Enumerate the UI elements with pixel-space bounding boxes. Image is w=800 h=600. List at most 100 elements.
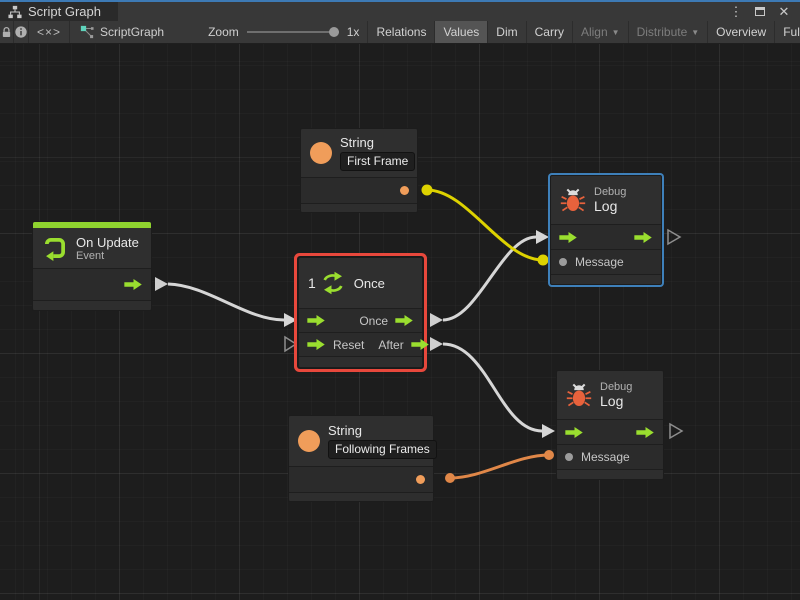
port-arrowhead-once-out1[interactable] bbox=[430, 313, 443, 327]
after-output-port[interactable] bbox=[411, 339, 430, 350]
wire-string-first-to-message[interactable] bbox=[426, 188, 544, 262]
maximize-icon[interactable] bbox=[750, 3, 770, 20]
control-input-port[interactable] bbox=[559, 231, 578, 243]
graph-toolbar: <×> ScriptGraph Zoom 1x Relations Values… bbox=[0, 21, 800, 44]
align-dropdown[interactable]: Align ▼ bbox=[571, 21, 628, 43]
once-counter: 1 bbox=[308, 275, 316, 291]
port-arrowhead-once-out2[interactable] bbox=[430, 337, 443, 351]
string-port-icon[interactable] bbox=[310, 142, 332, 164]
values-toggle[interactable]: Values bbox=[434, 21, 488, 43]
string-value-field[interactable]: Following Frames bbox=[328, 440, 437, 459]
node-category: Debug bbox=[600, 381, 633, 393]
message-input-port[interactable] bbox=[565, 453, 573, 461]
lock-button[interactable] bbox=[0, 21, 14, 43]
carry-toggle[interactable]: Carry bbox=[525, 21, 572, 43]
distribute-dropdown[interactable]: Distribute ▼ bbox=[627, 21, 708, 43]
node-header: Debug Log bbox=[557, 371, 663, 419]
zoom-slider-track bbox=[246, 31, 339, 33]
node-header: On Update Event bbox=[33, 228, 151, 268]
node-title: Once bbox=[353, 275, 385, 291]
value-port-row: Message bbox=[551, 249, 661, 274]
control-output-port[interactable] bbox=[634, 231, 653, 243]
node-title: String bbox=[328, 423, 362, 438]
code-view-button[interactable]: <×> bbox=[29, 21, 71, 43]
fullscreen-button[interactable]: Full Screen bbox=[774, 21, 800, 43]
control-output-port[interactable] bbox=[124, 279, 143, 290]
toolbar-toggles: Relations Values Dim Carry Align ▼ Distr… bbox=[367, 21, 800, 43]
node-header: 1 Once bbox=[299, 258, 422, 308]
port-label: Reset bbox=[333, 337, 365, 352]
string-output-port[interactable] bbox=[400, 186, 409, 195]
message-input-port[interactable] bbox=[559, 258, 567, 266]
wire-once-to-debug-top[interactable] bbox=[442, 235, 537, 322]
chevron-down-icon: ▼ bbox=[691, 27, 700, 37]
inspect-button[interactable] bbox=[14, 21, 29, 43]
port-arrowhead-onupdate-out[interactable] bbox=[155, 277, 168, 291]
control-port-row bbox=[33, 268, 151, 300]
wire-once-to-debug-bottom[interactable] bbox=[442, 342, 543, 433]
node-on-update[interactable]: On Update Event bbox=[32, 221, 152, 311]
port-arrowhead-once-reset-empty[interactable] bbox=[284, 335, 298, 353]
zoom-slider[interactable] bbox=[246, 26, 339, 38]
wire-endpoint bbox=[445, 473, 455, 483]
bug-icon bbox=[566, 383, 592, 407]
window-menu-icon[interactable]: ⋮ bbox=[729, 3, 743, 19]
graph-name-label: ScriptGraph bbox=[100, 25, 165, 39]
zoom-value: 1x bbox=[346, 25, 360, 39]
wire-endpoint bbox=[544, 450, 554, 460]
bug-icon bbox=[560, 188, 586, 212]
wire-onupdate-to-once[interactable] bbox=[167, 282, 285, 322]
value-port-row: Message bbox=[557, 444, 663, 469]
node-port-row bbox=[301, 177, 417, 203]
wire-endpoint bbox=[537, 254, 549, 266]
wire-arrowhead bbox=[284, 313, 297, 327]
wire-layer bbox=[155, 184, 684, 483]
graph-canvas[interactable]: String First Frame Debug bbox=[0, 44, 800, 600]
port-arrowhead-debug-bottom-out-empty[interactable] bbox=[669, 422, 684, 440]
event-accent-bar bbox=[33, 222, 151, 228]
node-footer bbox=[289, 492, 433, 501]
wire-string-following-to-message[interactable] bbox=[449, 453, 550, 480]
node-footer bbox=[551, 274, 661, 284]
graph-breadcrumb[interactable]: ScriptGraph bbox=[70, 21, 174, 43]
enter-input-port[interactable] bbox=[307, 315, 326, 326]
info-icon bbox=[15, 26, 27, 38]
zoom-slider-knob[interactable] bbox=[328, 27, 339, 37]
node-footer bbox=[557, 469, 663, 479]
string-output-port[interactable] bbox=[416, 475, 425, 484]
node-title: Log bbox=[594, 198, 618, 214]
port-label: Message bbox=[575, 255, 624, 269]
node-once[interactable]: 1 Once Once Reset After bbox=[298, 257, 429, 368]
recycle-icon bbox=[323, 271, 343, 295]
control-port-row bbox=[557, 419, 663, 444]
once-output-port[interactable] bbox=[395, 315, 414, 326]
node-header: String First Frame bbox=[301, 129, 417, 177]
close-icon[interactable]: ✕ bbox=[778, 3, 790, 19]
window-controls: ⋮ ✕ bbox=[726, 2, 800, 21]
zoom-control: Zoom 1x bbox=[200, 21, 367, 43]
title-bar: Script Graph ⋮ ✕ bbox=[0, 0, 800, 21]
reset-input-port[interactable] bbox=[307, 339, 326, 350]
node-header: Debug Log bbox=[551, 176, 661, 224]
tab-title: Script Graph bbox=[28, 4, 101, 19]
port-label: Once bbox=[359, 313, 388, 328]
tab-script-graph[interactable]: Script Graph bbox=[0, 2, 118, 21]
node-debug-log-top[interactable]: Debug Log Message bbox=[550, 175, 662, 285]
control-input-port[interactable] bbox=[565, 426, 584, 438]
wire-endpoint bbox=[421, 184, 433, 196]
overview-button[interactable]: Overview bbox=[707, 21, 774, 43]
dim-toggle[interactable]: Dim bbox=[487, 21, 525, 43]
wire-arrowhead bbox=[536, 230, 549, 244]
control-output-port[interactable] bbox=[636, 426, 655, 438]
control-port-row: Reset After bbox=[299, 332, 429, 356]
relations-toggle[interactable]: Relations bbox=[367, 21, 434, 43]
string-port-icon[interactable] bbox=[298, 430, 320, 452]
node-string-following-frames[interactable]: String Following Frames bbox=[288, 415, 437, 502]
script-graph-icon bbox=[80, 25, 94, 39]
string-value-field[interactable]: First Frame bbox=[340, 152, 416, 171]
node-debug-log-bottom[interactable]: Debug Log Message bbox=[556, 370, 664, 480]
hierarchy-icon bbox=[8, 5, 22, 18]
port-arrowhead-debug-top-out-empty[interactable] bbox=[667, 228, 682, 246]
node-string-first-frame[interactable]: String First Frame bbox=[300, 128, 418, 213]
